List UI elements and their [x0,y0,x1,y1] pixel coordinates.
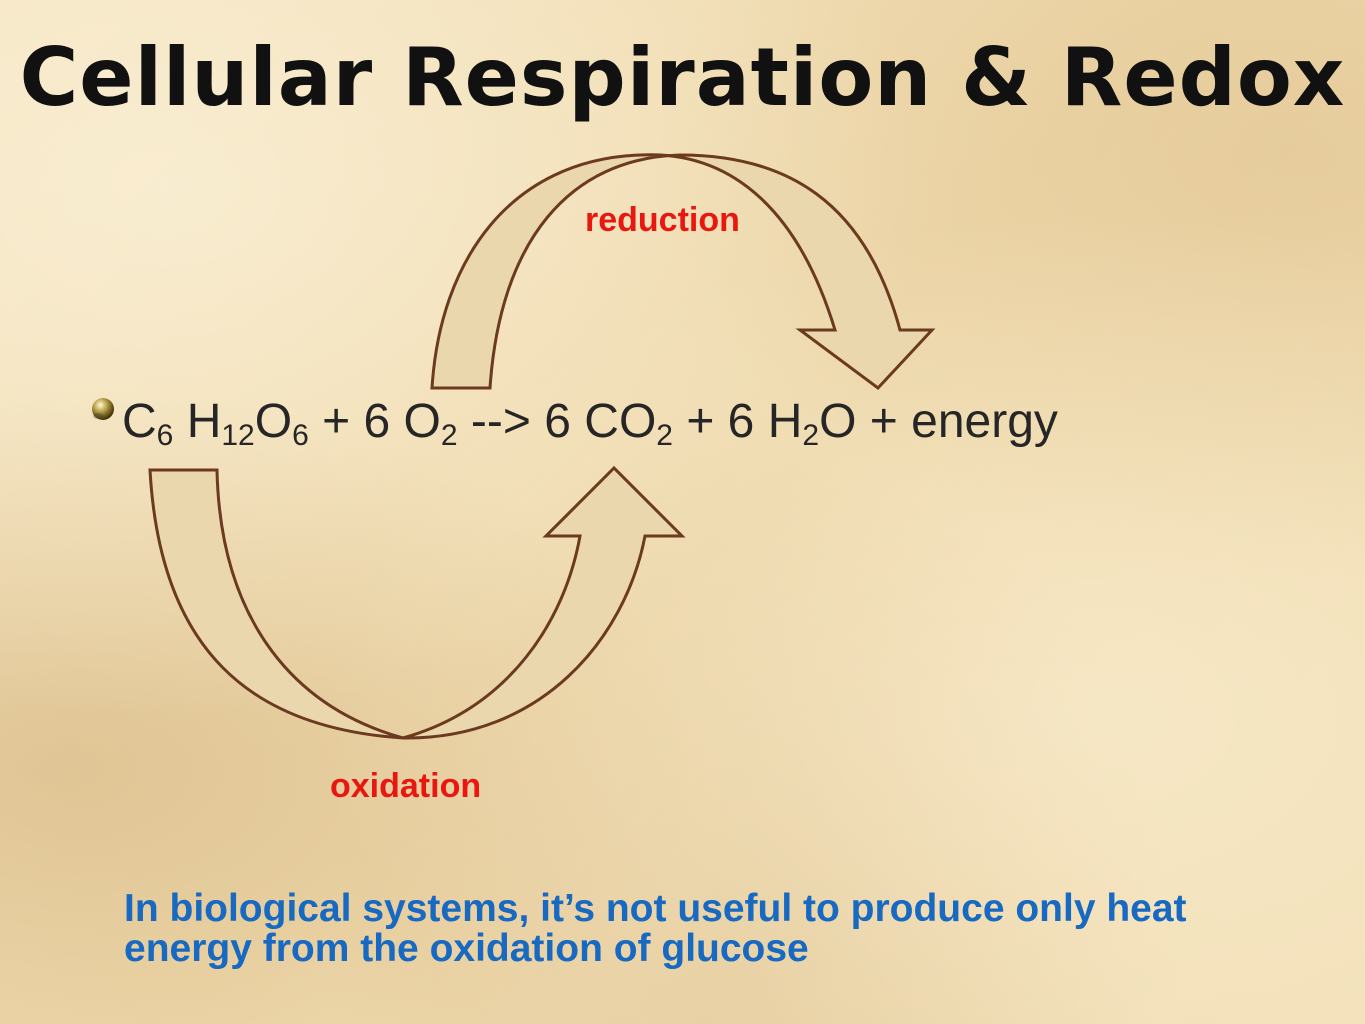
co2-symbol: 6 CO [544,395,657,448]
slide-title: Cellular Respiration & Redox [19,31,1346,124]
reduction-arrow [430,153,936,391]
carbon-symbol: C [122,395,157,448]
oxidation-label: oxidation [330,767,482,805]
reduction-label: reduction [585,201,740,239]
plus-coefficient-2: + 6 [686,395,755,448]
water-formula: H2O [767,395,857,451]
hydrogen-count: 12 [221,419,255,452]
water-h-count: 2 [802,419,820,452]
gold-sphere-bullet-icon [92,398,114,420]
oxygen-formula: O2 [403,395,458,451]
explanation-note: In biological systems, it’s not useful t… [124,887,1187,970]
oxidation-arrow [148,465,686,740]
o2-symbol: O [403,395,441,448]
glucose-formula: C6 H12O6 [122,395,309,451]
energy-term: + energy [869,395,1058,448]
water-o-symbol: O [819,395,857,448]
oxygen-symbol: O [254,395,293,448]
hydrogen-symbol: H [186,395,222,448]
oxygen-count: 6 [292,419,309,452]
co2-formula: 6 CO2 [544,395,673,451]
respiration-equation: C6 H12O6 + 6 O2 --> 6 CO2 + 6 H2O + ener… [122,392,1058,452]
co2-count: 2 [656,419,673,452]
plus-coefficient-1: + 6 [322,395,391,448]
water-h-symbol: H [767,395,803,448]
carbon-count: 6 [156,419,174,452]
reaction-arrow: --> [470,395,531,448]
o2-count: 2 [440,419,458,452]
